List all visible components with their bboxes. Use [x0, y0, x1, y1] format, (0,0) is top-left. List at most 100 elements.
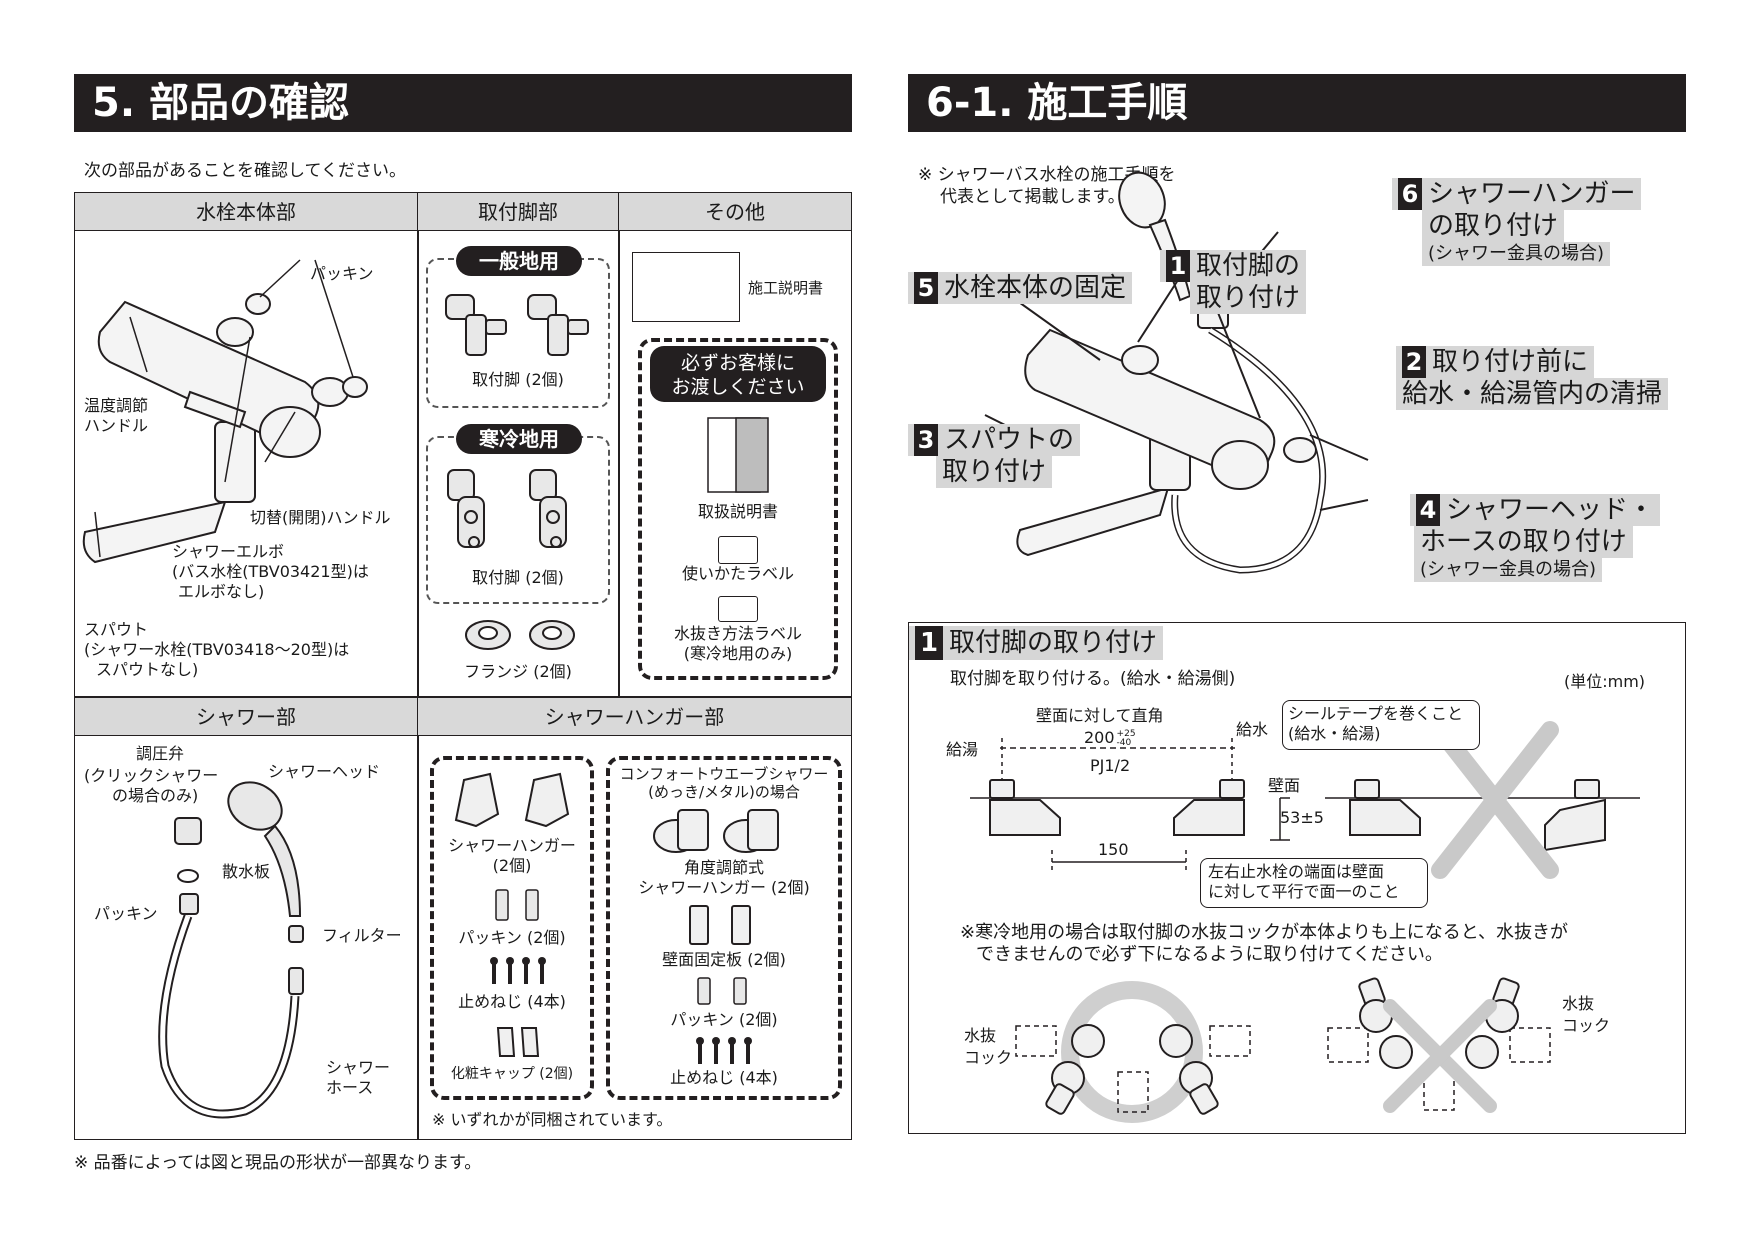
- seal-tape-line1: シールテープを巻くこと: [1288, 704, 1464, 723]
- wall-plate-label: 壁面固定板 (2個): [662, 950, 786, 969]
- hanger-box-comfort: [606, 756, 842, 1100]
- valve-label-2: (クリックシャワー: [84, 766, 219, 785]
- header-hanger: シャワーハンガー部: [418, 698, 851, 736]
- angle-hanger-label-2: シャワーハンガー (2個): [638, 878, 810, 897]
- procedure-note-1: ※ シャワーバス水栓の施工手順を: [918, 165, 1176, 185]
- step-1-detail-title: 取付脚の取り付け: [949, 628, 1158, 658]
- must-give-banner: [650, 346, 826, 402]
- label-temp-handle-2: ハンドル: [84, 416, 149, 435]
- label-spout-2: (シャワー水栓(TBV03418〜20型)は: [84, 640, 350, 659]
- label-elbow-2: (バス水栓(TBV03421型)は: [172, 562, 369, 581]
- step-4-callout-c: (シャワー金具の場合): [1414, 558, 1603, 582]
- general-leg-label: 取付脚 (2個): [472, 370, 564, 389]
- step-1-detail-box: [908, 622, 1686, 1134]
- comfort-label-2: (めっき/メタル)の場合: [648, 783, 800, 801]
- dim-53: 53±5: [1280, 808, 1324, 827]
- table-divider: [417, 192, 419, 1140]
- drain-label-text-1: 水抜き方法ラベル: [673, 624, 802, 643]
- dim-200: 200+25-40: [1084, 728, 1136, 748]
- step-6-callout-b: の取り付け: [1422, 210, 1565, 242]
- must-give-line1: 必ずお客様に: [680, 352, 795, 374]
- cold-pill: 寒冷地用: [456, 424, 582, 454]
- table-divider: [74, 696, 852, 698]
- step-3-number: 3: [914, 424, 938, 456]
- cold-leg-label: 取付脚 (2個): [472, 568, 564, 587]
- cold-region-note-2: できませんので必ず下になるように取り付けてください。: [976, 944, 1443, 965]
- label-elbow-3: エルボなし): [178, 582, 265, 601]
- step-3-text-a: スパウトの: [944, 425, 1075, 455]
- step-1-text-a: 取付脚の: [1196, 251, 1301, 281]
- label-packing: パッキン: [310, 264, 374, 283]
- step-4-number: 4: [1416, 494, 1440, 526]
- install-manual-icon: [632, 252, 740, 322]
- parts-intro: 次の部品があることを確認してください。: [84, 161, 406, 181]
- parts-table: [74, 192, 852, 1140]
- header-legs: 取付脚部: [418, 193, 618, 231]
- step-1-callout-b: 取り付け: [1190, 282, 1307, 314]
- cold-region-note-1: ※寒冷地用の場合は取付脚の水抜コックが本体よりも上になると、水抜きが: [960, 922, 1568, 943]
- drain-label-icon: [718, 596, 758, 622]
- comfort-label-1: コンフォートウエーブシャワー: [619, 765, 829, 783]
- cock-left-label-2: コック: [964, 1048, 1013, 1067]
- handling-manual-label: 取扱説明書: [697, 502, 778, 521]
- cock-right-label-2: コック: [1562, 1016, 1611, 1035]
- hanger-packing2-label: パッキン (2個): [670, 1010, 778, 1029]
- cock-correct-diagram: [1015, 981, 1251, 1123]
- unit-label: (単位:mm): [1564, 672, 1646, 691]
- seal-tape-note: [1282, 700, 1480, 750]
- screw-label: 止めねじ (4本): [458, 992, 566, 1011]
- hanger-icon: [454, 772, 570, 828]
- dim-200-tol-down: -40: [1116, 737, 1132, 748]
- label-spout-1: スパウト: [84, 620, 149, 639]
- dimension-diagram: [970, 721, 1640, 879]
- step-5-number: 5: [914, 272, 938, 304]
- either-included-note: ※ いずれかが同梱されています。: [432, 1110, 673, 1129]
- dim-200-tol-up: +25: [1116, 728, 1136, 739]
- dim-200-value: 200: [1084, 728, 1115, 747]
- step-1-desc: 取付脚を取り付ける。(給水・給湯側): [950, 669, 1236, 689]
- hanger-packing-label: パッキン (2個): [458, 928, 566, 947]
- wall-label: 壁面: [1268, 776, 1301, 795]
- cap-label: 化粧キャップ (2個): [450, 1066, 574, 1082]
- procedure-note-2: 代表として掲載します。: [940, 187, 1125, 207]
- label-temp-handle-1: 温度調節: [84, 396, 149, 415]
- seal-tape-line2: (給水・給湯): [1288, 724, 1381, 743]
- step-6-text-a: シャワーハンガー: [1428, 179, 1636, 209]
- step-1-detail-number: 1: [915, 626, 943, 660]
- must-give-line2: お渡しください: [671, 376, 805, 398]
- left-footnote: ※ 品番によっては図と現品の形状が一部異なります。: [74, 1153, 482, 1173]
- cock-right-label-1: 水抜: [1562, 994, 1595, 1013]
- hanger-qty-label: (2個): [492, 856, 532, 875]
- cold-water-label: 給水: [1236, 720, 1269, 739]
- step-6-number: 6: [1398, 178, 1422, 210]
- pj-label: PJ1/2: [1090, 756, 1131, 775]
- usage-label-icon: [718, 536, 758, 564]
- step-4-callout-b: ホースの取り付け: [1414, 526, 1633, 558]
- drain-label-text-2: (寒冷地用のみ): [683, 644, 793, 663]
- step-4-text-a: シャワーヘッド・: [1446, 495, 1655, 525]
- shower-packing-label: パッキン: [94, 904, 158, 923]
- general-pill: 一般地用: [456, 246, 582, 276]
- label-elbow-1: シャワーエルボ: [172, 542, 285, 561]
- cock-left-label-1: 水抜: [964, 1026, 997, 1045]
- step-3-callout-b: 取り付け: [936, 456, 1053, 488]
- right-page-title: 6-1. 施工手順: [908, 74, 1686, 132]
- valve-label-3: の場合のみ): [112, 786, 199, 805]
- step-5-text: 水栓本体の固定: [944, 273, 1127, 303]
- header-main-body: 水栓本体部: [75, 193, 417, 231]
- label-spout-3: スパウトなし): [96, 660, 199, 679]
- header-other: その他: [619, 193, 851, 231]
- shower-illustration: [158, 781, 304, 1119]
- hose-label-2: ホース: [326, 1078, 374, 1097]
- left-page-title: 5. 部品の確認: [74, 74, 852, 132]
- step-6-callout-c: (シャワー金具の場合): [1422, 242, 1611, 266]
- hanger-box-standard: [430, 756, 594, 1100]
- screw-icon: [490, 957, 546, 984]
- hanger-packing2-icon: [697, 977, 747, 1005]
